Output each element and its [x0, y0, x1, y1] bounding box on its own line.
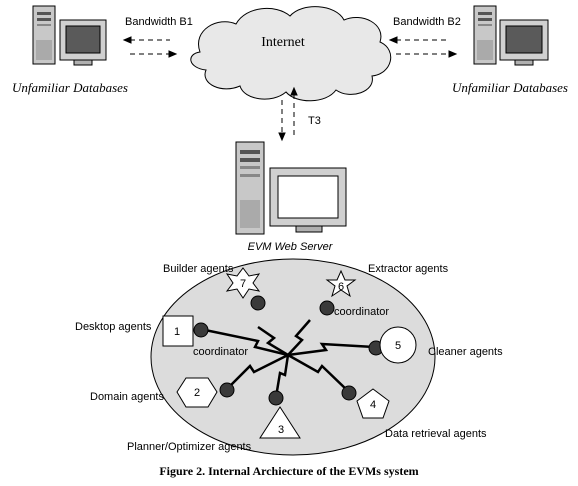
t3-label: T3: [308, 115, 321, 127]
web-server-computer-icon: [235, 141, 347, 235]
agent-nodes: [193, 295, 384, 406]
data-retrieval-agents-label: Data retrieval agents: [385, 428, 487, 440]
cleaner-agent-shape: [379, 326, 417, 364]
right-computer-icon: [473, 5, 549, 66]
bandwidth-b2-label: Bandwidth B2: [393, 16, 461, 28]
internet-label: Internet: [261, 35, 305, 50]
extractor-agent-shape: [325, 269, 357, 298]
web-server-label: EVM Web Server: [248, 241, 334, 253]
data-retrieval-agent-number: 4: [370, 399, 376, 411]
domain-agent-number: 2: [194, 387, 200, 399]
planner-agents-label: Planner/Optimizer agents: [127, 441, 252, 453]
planner-agent-shape: [259, 406, 301, 439]
figure-caption: Figure 2. Internal Archiecture of the EV…: [159, 464, 418, 478]
left-databases-label: Unfamiliar Databases: [12, 80, 128, 95]
bandwidth-b1-label: Bandwidth B1: [125, 16, 193, 28]
builder-agent-number: 7: [240, 278, 246, 290]
domain-agent-shape: [176, 377, 218, 408]
internet-cloud: Internet: [190, 6, 392, 102]
left-computer-icon: [32, 5, 107, 66]
builder-agent-shape: [225, 267, 261, 299]
data-retrieval-agent-shape: [356, 388, 390, 419]
coordinator-left-label: coordinator: [193, 346, 248, 358]
agent-links: [204, 319, 375, 398]
coordinator-top-label: coordinator: [334, 306, 389, 318]
desktop-agent-shape: [162, 315, 194, 347]
bandwidth-b1-link: [122, 36, 178, 58]
cleaner-agent-number: 5: [395, 340, 401, 352]
bandwidth-b2-link: [388, 36, 458, 58]
extractor-agent-number: 6: [338, 281, 344, 293]
cleaner-agents-label: Cleaner agents: [428, 346, 503, 358]
desktop-agent-number: 1: [174, 326, 180, 338]
t3-link: [278, 86, 298, 142]
builder-agents-label: Builder agents: [163, 263, 234, 275]
planner-agent-number: 3: [278, 424, 284, 436]
right-databases-label: Unfamiliar Databases: [452, 80, 568, 95]
extractor-agents-label: Extractor agents: [368, 263, 449, 275]
domain-agents-label: Domain agents: [90, 391, 164, 403]
desktop-agents-label: Desktop agents: [75, 321, 152, 333]
